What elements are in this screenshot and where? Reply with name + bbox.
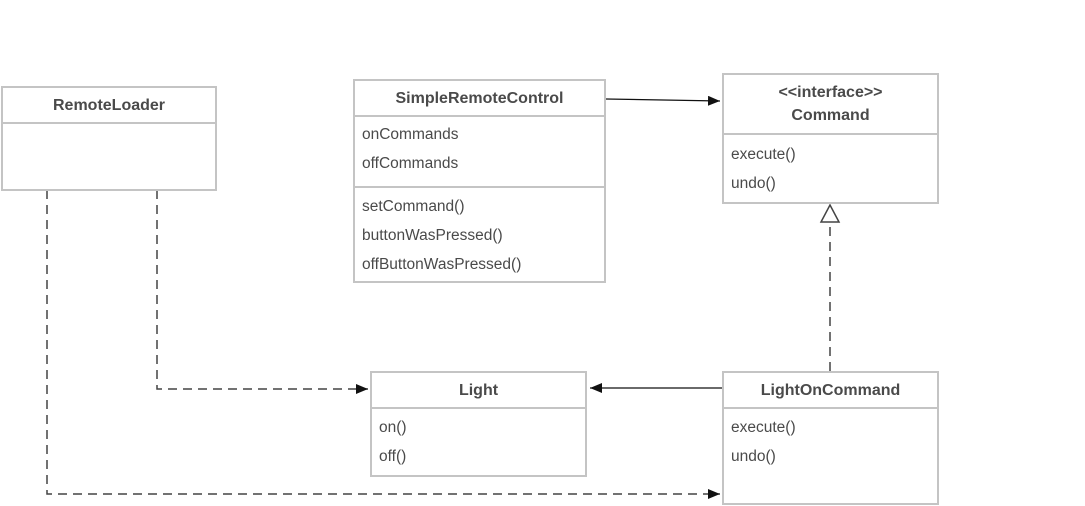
method: setCommand() <box>362 198 465 215</box>
realization-hollow-triangle <box>819 203 841 223</box>
class-light[interactable]: Light on() off() <box>370 371 587 477</box>
method: execute() <box>731 419 796 436</box>
method: offButtonWasPressed() <box>362 256 522 273</box>
methods-section: setCommand() buttonWasPressed() offButto… <box>355 186 604 279</box>
methods-section: on() off() <box>372 409 585 471</box>
methods-section: execute() undo() <box>724 135 937 198</box>
association-remote-control-to-command <box>605 95 721 106</box>
class-name-header: Light <box>372 373 585 409</box>
class-command-interface[interactable]: <<interface>> Command execute() undo() <box>722 73 939 204</box>
dependency-remoteloader-to-lightoncommand <box>46 190 720 499</box>
class-name: Command <box>791 107 870 124</box>
dependency-remoteloader-to-light <box>156 190 368 394</box>
class-name: Light <box>458 381 499 399</box>
method: undo() <box>731 175 776 192</box>
class-name-header: SimpleRemoteControl <box>355 81 604 117</box>
class-name: SimpleRemoteControl <box>395 89 564 107</box>
class-name-header: RemoteLoader <box>3 88 215 124</box>
methods-section: execute() undo() <box>724 409 937 471</box>
class-light-on-command[interactable]: LightOnCommand execute() undo() <box>722 371 939 505</box>
method: undo() <box>731 448 776 465</box>
class-remote-loader[interactable]: RemoteLoader <box>1 86 217 191</box>
class-name: RemoteLoader <box>52 96 166 114</box>
method: on() <box>379 419 407 436</box>
method: execute() <box>731 146 796 163</box>
stereotype-label: <<interface>> <box>778 84 883 101</box>
class-name-header: <<interface>> Command <box>724 75 937 135</box>
attribute: offCommands <box>362 155 459 172</box>
attribute: onCommands <box>362 126 459 143</box>
class-name: LightOnCommand <box>760 381 901 399</box>
class-name-header: LightOnCommand <box>724 373 937 409</box>
method: buttonWasPressed() <box>362 227 503 244</box>
attributes-section: onCommands offCommands <box>355 117 604 186</box>
method: off() <box>379 448 407 465</box>
class-simple-remote-control[interactable]: SimpleRemoteControl onCommands offComman… <box>353 79 606 283</box>
